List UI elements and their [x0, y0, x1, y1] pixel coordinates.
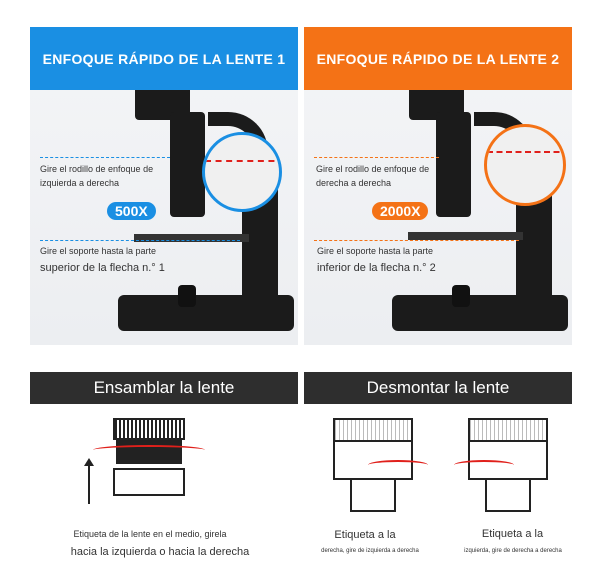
- disassemble-right-caption-1: Etiqueta a la: [481, 528, 544, 540]
- caption-top: Gire el rodillo de enfoque de izquierda a…: [40, 162, 153, 190]
- caption-top-line-1: Gire el rodillo de enfoque de: [40, 164, 154, 174]
- pointer-line: [314, 157, 439, 158]
- microscope-stage: [408, 232, 523, 240]
- panel-title: ENFOQUE RÁPIDO DE LA LENTE 2: [304, 27, 572, 90]
- microscope-lens-barrel: [436, 112, 471, 217]
- pointer-line: [40, 240, 240, 241]
- lens-left-body: [333, 440, 413, 480]
- pointer-line: [314, 240, 519, 241]
- microscope-stage: [134, 234, 249, 242]
- rotate-arrow-icon: [368, 460, 428, 470]
- microscope-base: [392, 295, 568, 331]
- disassemble-header: Desmontar la lente: [304, 372, 572, 404]
- microscope-lens-barrel: [170, 112, 205, 217]
- lens-right-bottom: [485, 480, 531, 512]
- pointer-line: [40, 157, 170, 158]
- focus-panel-lens-2: ENFOQUE RÁPIDO DE LA LENTE 2 Gire el rod…: [304, 27, 572, 345]
- focus-line: [487, 151, 563, 153]
- up-arrow-icon: [88, 462, 90, 504]
- lens-mount: [113, 468, 185, 496]
- zoom-detail-circle: [484, 124, 566, 206]
- focus-panel-lens-1: ENFOQUE RÁPIDO DE LA LENTE 1 Gire el rod…: [30, 27, 298, 345]
- focus-knob: [178, 285, 196, 307]
- caption-top-line-1: Gire el rodillo de enfoque de: [316, 164, 430, 174]
- caption-bottom-line-1: Gire el soporte hasta la parte: [317, 246, 434, 256]
- caption-bottom-line-2: superior de la flecha n.° 1: [40, 262, 165, 274]
- assemble-caption-line-1: Etiqueta de la lente en el medio, girela: [73, 529, 227, 539]
- disassemble-left-caption-2: derecha, gire de izquierda a derecha: [321, 548, 419, 554]
- assemble-caption-line-2: hacia la izquierda o hacia la derecha: [70, 546, 250, 558]
- assemble-header: Ensamblar la lente: [30, 372, 298, 404]
- lens-left-top: [333, 418, 413, 440]
- lens-right-top: [468, 418, 548, 440]
- rotate-arrow-icon: [93, 445, 205, 455]
- up-arrowhead-icon: [84, 458, 94, 466]
- magnification-badge: 2000X: [372, 202, 429, 220]
- caption-bottom-line-1: Gire el soporte hasta la parte: [40, 246, 157, 256]
- focus-knob: [452, 285, 470, 307]
- caption-top-line-2: izquierda a derecha: [40, 178, 120, 188]
- caption-top: Gire el rodillo de enfoque de derecha a d…: [316, 162, 429, 190]
- disassemble-left-caption-1: Etiqueta a la: [334, 529, 396, 541]
- focus-line: [205, 160, 279, 162]
- microscope-base: [118, 295, 294, 331]
- magnification-badge: 500X: [107, 202, 156, 220]
- caption-top-line-2: derecha a derecha: [316, 178, 392, 188]
- rotate-arrow-icon: [454, 460, 514, 470]
- lens-knurled-ring: [113, 418, 185, 440]
- lens-left-bottom: [350, 480, 396, 512]
- panel-title: ENFOQUE RÁPIDO DE LA LENTE 1: [30, 27, 298, 90]
- caption-bottom-line-2: inferior de la flecha n.° 2: [317, 262, 436, 274]
- disassemble-right-caption-2: izquierda, gire de derecha a derecha: [464, 548, 562, 554]
- zoom-detail-circle: [202, 132, 282, 212]
